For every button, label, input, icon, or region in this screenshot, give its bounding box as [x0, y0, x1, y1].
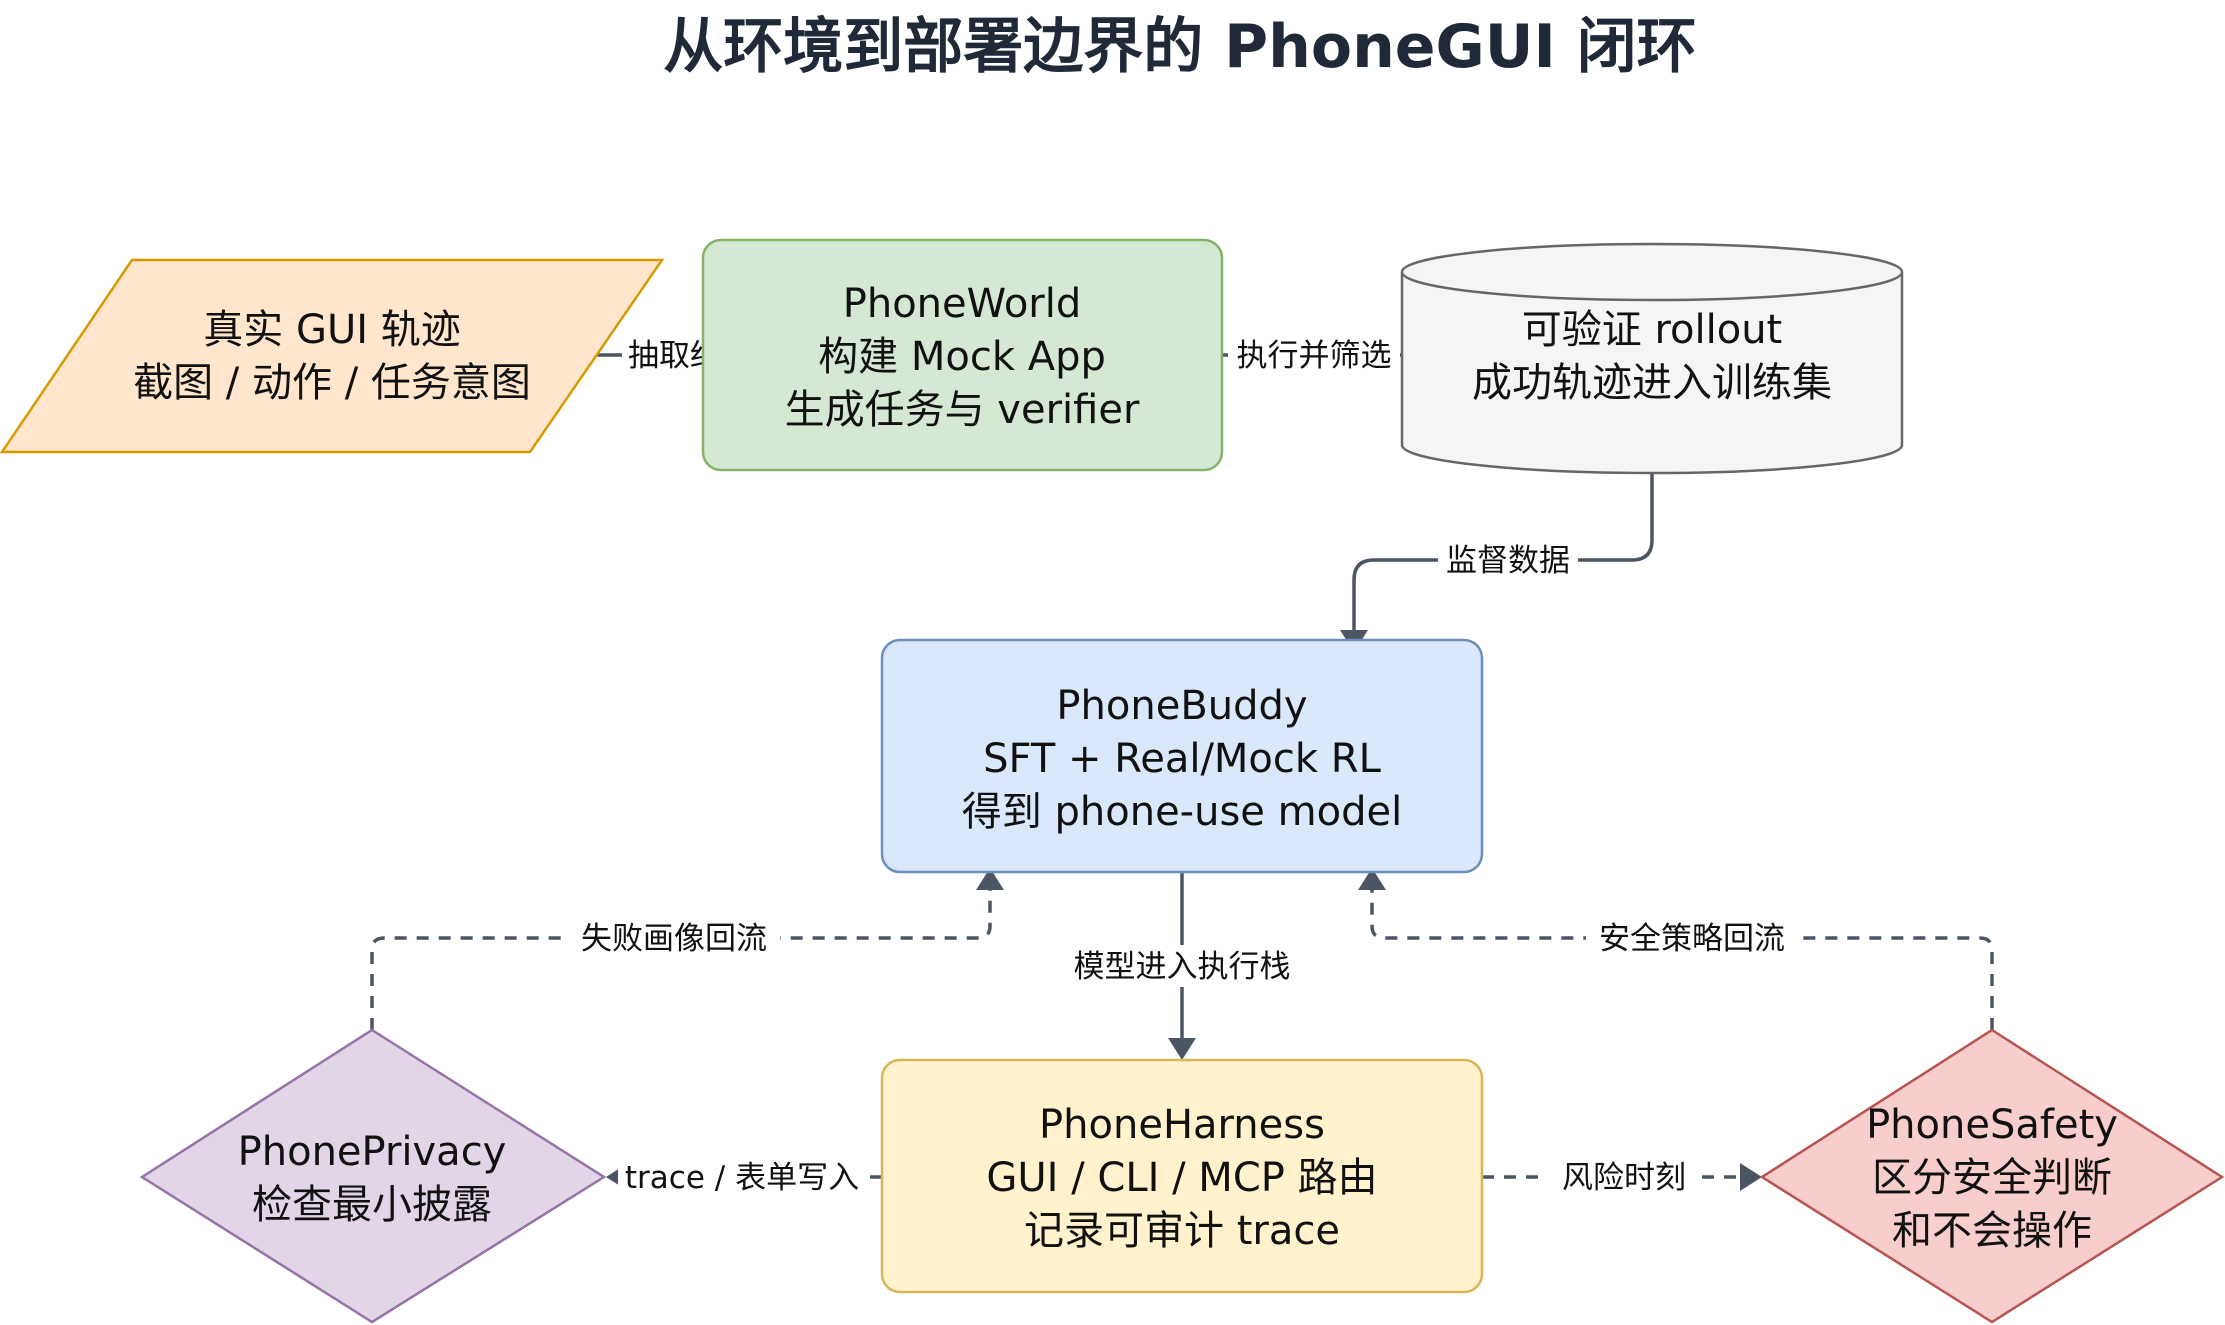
edge-model-exec-label: 模型进入执行栈 — [1074, 949, 1291, 985]
node-phoneharness-line-3: 记录可审计 trace — [1024, 1208, 1340, 1254]
node-phoneprivacy-line-1: PhonePrivacy — [238, 1129, 507, 1175]
edge-failure-back-label: 失败画像回流 — [581, 921, 767, 957]
edge-safety-back-label: 安全策略回流 — [1599, 921, 1785, 957]
node-phoneworld: PhoneWorld 构建 Mock App 生成任务与 verifier — [701, 238, 1224, 472]
node-phoneharness: PhoneHarness GUI / CLI / MCP 路由 记录可审计 tr… — [880, 1058, 1484, 1294]
edge-trace-write: trace / 表单写入 — [606, 1156, 882, 1198]
node-phonesafety: PhoneSafety 区分安全判断 和不会操作 — [1759, 1028, 2225, 1324]
edge-supervise-label: 监督数据 — [1446, 543, 1570, 579]
edge-trace-write-label: trace / 表单写入 — [625, 1160, 859, 1196]
node-rollout: 可验证 rollout 成功轨迹进入训练集 — [1400, 242, 1904, 475]
node-phoneworld-shape — [701, 238, 1224, 472]
edge-supervise-label-bg — [1438, 539, 1578, 581]
node-phonesafety-line-1: PhoneSafety — [1866, 1102, 2118, 1148]
node-real-gui-line-1: 真实 GUI 轨迹 — [203, 307, 461, 353]
edge-failure-back: 失败画像回流 — [370, 868, 1004, 1030]
edge-model-exec: 模型进入执行栈 — [1060, 872, 1304, 1060]
edge-risk-label-bg — [1548, 1156, 1700, 1198]
diagram-title: 从环境到部署边界的 PhoneGUI 闭环 — [663, 12, 1696, 82]
node-real-gui: 真实 GUI 轨迹 截图 / 动作 / 任务意图 — [0, 258, 665, 454]
node-phonesafety-line-3: 和不会操作 — [1892, 1208, 2092, 1254]
node-phonebuddy-shape — [880, 638, 1484, 874]
node-phonebuddy-line-2: SFT + Real/Mock RL — [983, 736, 1381, 782]
node-phoneworld-line-1: PhoneWorld — [843, 281, 1082, 327]
edge-model-exec-label-bg — [1060, 945, 1304, 987]
node-phoneprivacy-line-2: 检查最小披露 — [252, 1182, 492, 1228]
node-phonebuddy: PhoneBuddy SFT + Real/Mock RL 得到 phone-u… — [880, 638, 1484, 874]
node-rollout-line-1: 可验证 rollout — [1522, 307, 1783, 353]
edge-safety-back-label-bg — [1586, 917, 1798, 959]
node-phoneprivacy-shape — [139, 1028, 607, 1324]
node-phonebuddy-line-1: PhoneBuddy — [1056, 683, 1307, 729]
edge-risk: 风险时刻 — [1482, 1156, 1762, 1198]
edge-risk-label: 风险时刻 — [1562, 1160, 1686, 1196]
edge-safety-back-arrowhead — [1358, 868, 1386, 890]
edge-risk-arrowhead — [1740, 1163, 1762, 1191]
node-phoneworld-line-3: 生成任务与 verifier — [785, 387, 1140, 433]
node-phoneharness-line-1: PhoneHarness — [1039, 1102, 1325, 1148]
node-phoneworld-line-2: 构建 Mock App — [818, 334, 1106, 380]
node-phoneharness-shape — [880, 1058, 1484, 1294]
node-phonebuddy-line-3: 得到 phone-use model — [962, 789, 1402, 835]
node-phonesafety-line-2: 区分安全判断 — [1872, 1155, 2112, 1201]
node-rollout-body — [1400, 242, 1904, 475]
node-phonesafety-shape — [1759, 1028, 2225, 1324]
edge-model-exec-arrowhead — [1168, 1038, 1196, 1060]
edge-failure-back-arrowhead — [976, 868, 1004, 890]
node-phoneprivacy: PhonePrivacy 检查最小披露 — [139, 1028, 607, 1324]
node-real-gui-line-2: 截图 / 动作 / 任务意图 — [133, 360, 531, 406]
edge-supervise: 监督数据 — [1340, 472, 1654, 652]
node-rollout-line-2: 成功轨迹进入训练集 — [1472, 360, 1832, 406]
edge-trace-write-label-bg — [618, 1156, 868, 1198]
edge-safety-back: 安全策略回流 — [1358, 868, 1994, 1030]
edge-execute-filter-label: 执行并筛选 — [1237, 338, 1392, 374]
node-rollout-top-rim — [1400, 271, 1904, 302]
edge-execute-filter: 执行并筛选 — [1222, 334, 1402, 376]
node-real-gui-shape — [0, 258, 665, 454]
node-phoneharness-line-2: GUI / CLI / MCP 路由 — [986, 1155, 1377, 1201]
edge-execute-filter-label-bg — [1228, 334, 1400, 376]
edge-failure-back-label-bg — [568, 917, 780, 959]
